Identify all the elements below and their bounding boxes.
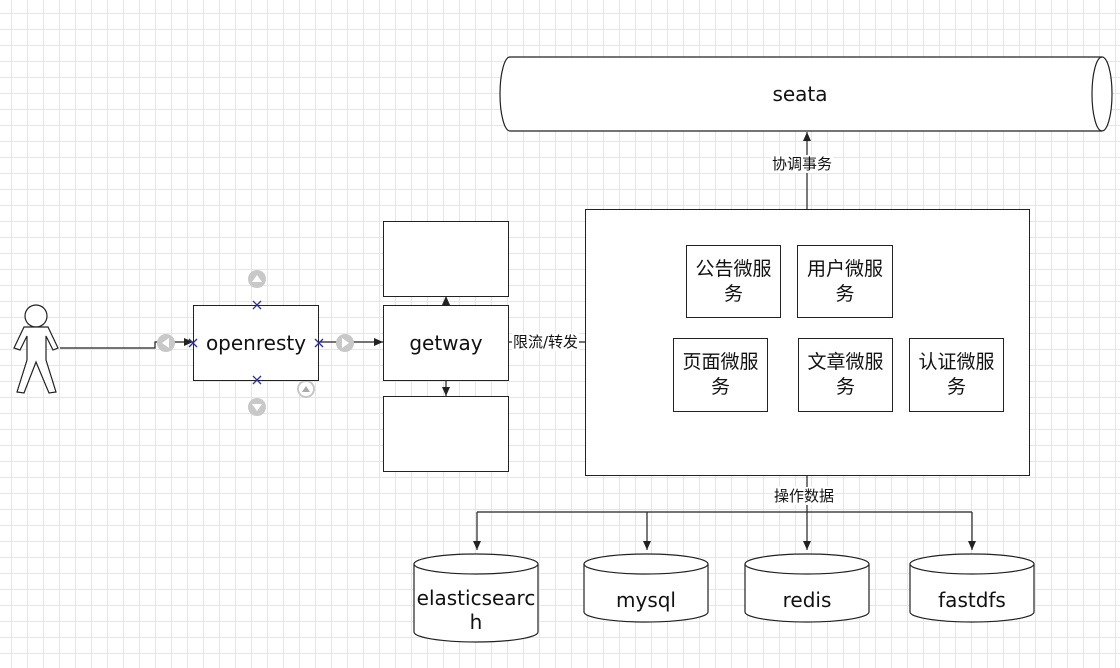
arrow-up-icon[interactable] [248, 270, 266, 288]
service-label: 公告微服 务 [695, 257, 772, 305]
service-label: 文章微服 务 [807, 351, 884, 398]
db-label-redis: redis [782, 588, 832, 612]
arrow-down-icon[interactable] [248, 398, 266, 416]
edge-label-operate: 操作数据 [773, 487, 836, 505]
service-label: 用户微服 务 [806, 257, 883, 305]
db-label-mysql: mysql [616, 588, 676, 612]
openresty-node[interactable]: openresty [193, 305, 319, 381]
service-box-announcement[interactable]: 公告微服 务 [686, 245, 781, 318]
db-label-elasticsearch: elasticsearch [416, 586, 536, 634]
db-cylinder-mysql[interactable] [583, 553, 709, 623]
getway-node[interactable]: getway [383, 305, 509, 381]
db-cylinder-redis[interactable] [744, 553, 870, 623]
arrow-left-icon[interactable] [157, 334, 175, 352]
arrow-right-icon[interactable] [336, 334, 354, 352]
db-cylinder-elasticsearch[interactable] [413, 553, 539, 643]
seata-cylinder-shape [499, 56, 1113, 132]
db-cylinder-fastdfs[interactable] [909, 553, 1035, 623]
getway-top-box[interactable] [383, 221, 509, 297]
service-box-page[interactable]: 页面微服 务 [673, 338, 768, 412]
service-label: 页面微服 务 [682, 351, 759, 398]
service-label: 认证微服 务 [918, 351, 995, 398]
db-label-fastdfs: fastdfs [938, 588, 1006, 612]
connection-point-icon[interactable] [188, 300, 324, 385]
service-box-article[interactable]: 文章微服 务 [798, 338, 893, 412]
service-box-auth[interactable]: 认证微服 务 [909, 338, 1004, 412]
service-box-user[interactable]: 用户微服 务 [797, 245, 893, 318]
getway-bottom-box[interactable] [383, 396, 509, 472]
edge-label-rate-limit: 限流/转发 [512, 333, 580, 351]
getway-label: getway [409, 331, 483, 355]
seata-label: seata [772, 82, 828, 106]
person-icon[interactable] [13, 304, 59, 394]
rotate-handle-icon[interactable] [297, 380, 315, 398]
edge-label-coordinate: 协调事务 [771, 155, 834, 173]
openresty-label: openresty [205, 331, 307, 355]
